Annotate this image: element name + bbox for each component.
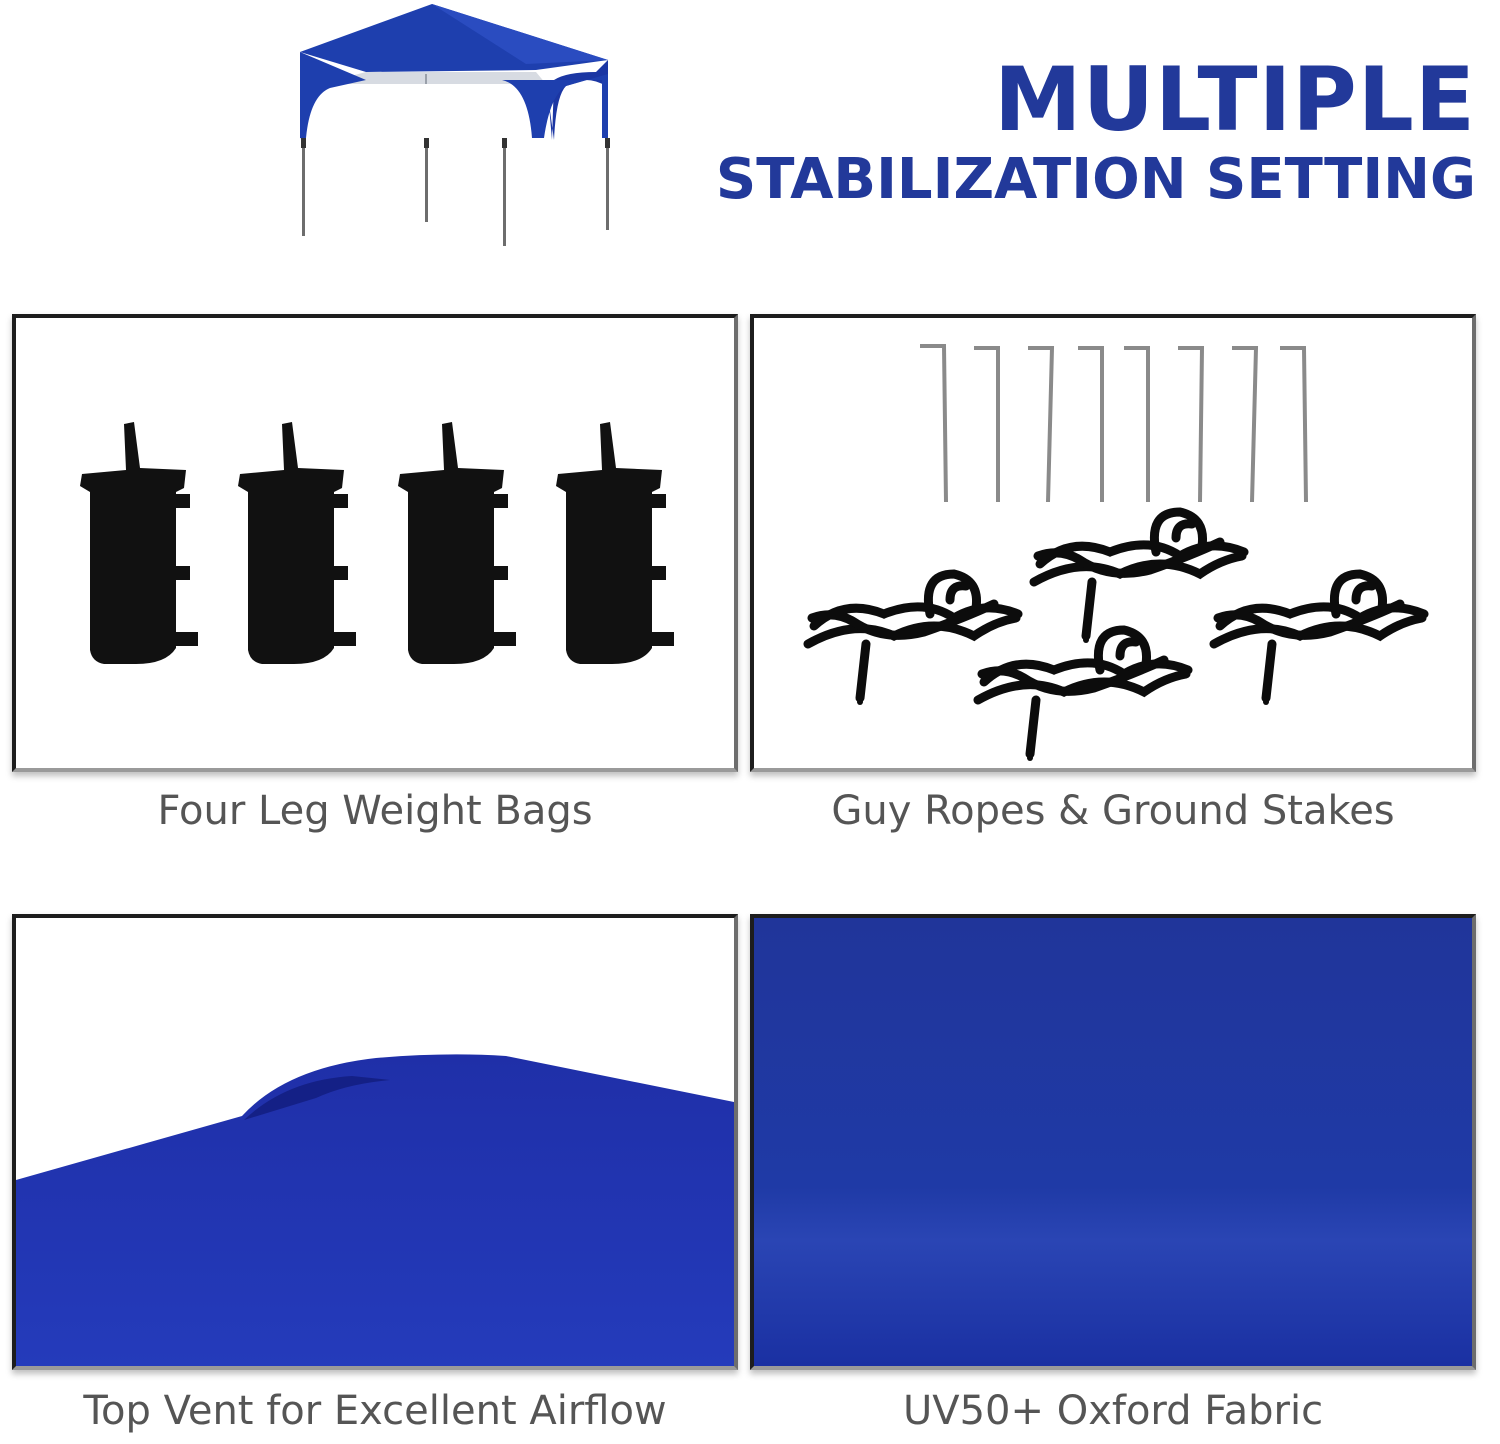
panel-weight-bags [12, 314, 738, 772]
caption-weight-bags: Four Leg Weight Bags [157, 788, 593, 834]
caption-fabric: UV50+ Oxford Fabric [902, 1388, 1324, 1434]
headline: MULTIPLE STABILIZATION SETTING [716, 52, 1476, 212]
headline-line-2: STABILIZATION SETTING [715, 147, 1476, 212]
panel-top-vent [12, 914, 738, 1370]
headline-line-1: MULTIPLE [994, 48, 1476, 151]
panel-ropes-stakes [750, 314, 1476, 772]
top-vent-image [16, 1054, 734, 1366]
caption-ropes-stakes: Guy Ropes & Ground Stakes [831, 788, 1395, 834]
tent-illustration [300, 4, 610, 246]
fabric-image [754, 918, 1472, 1366]
weight-bags-image [80, 422, 674, 664]
caption-top-vent: Top Vent for Excellent Airflow [83, 1388, 667, 1434]
ropes-stakes-image [803, 344, 1472, 768]
panel-fabric [750, 914, 1476, 1370]
